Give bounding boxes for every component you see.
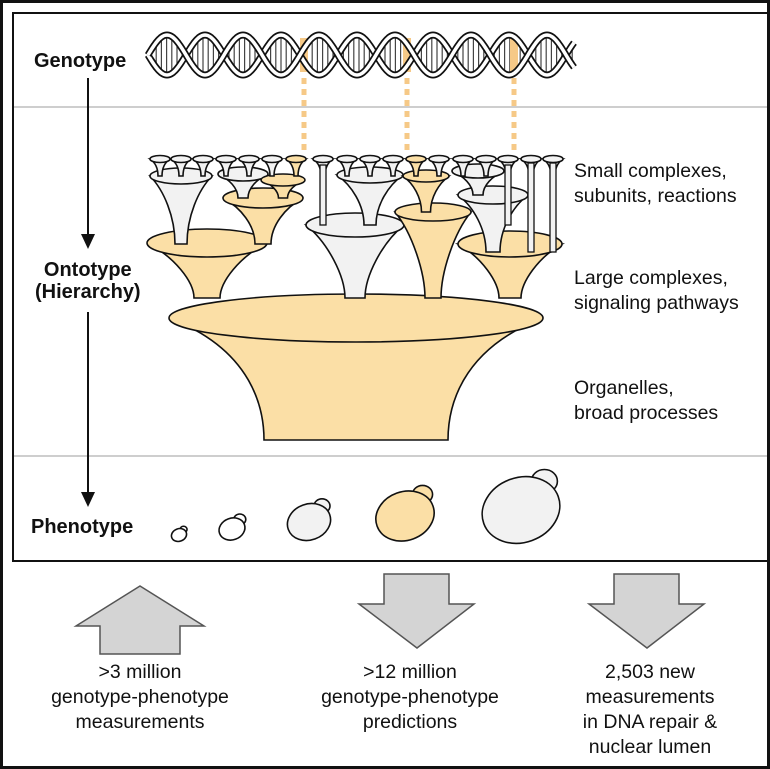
level-label-organelles-line2: broad processes xyxy=(574,401,718,426)
level-label-organelles-line1: Organelles, xyxy=(574,376,718,401)
complex-tan-mid-rim xyxy=(403,170,449,182)
subunit-cup-rim xyxy=(216,156,236,163)
level-label-small: Small complexes, subunits, reactions xyxy=(574,159,737,209)
subunit-cup-rim xyxy=(337,156,357,163)
complex-tan-tall-rim xyxy=(395,203,471,221)
subunit-cup-rim xyxy=(476,156,496,163)
ontotype-label-line2: (Hierarchy) xyxy=(35,281,141,303)
subunit-cup-rim xyxy=(429,156,449,163)
phenotype-label: Phenotype xyxy=(31,516,133,538)
subunit-cup-rim xyxy=(150,156,170,163)
ontotype-label-line1: Ontotype xyxy=(35,259,141,281)
gene-stem xyxy=(320,165,326,225)
gene-stem xyxy=(505,165,511,225)
level-label-large-line1: Large complexes, xyxy=(574,266,739,291)
large-complex-left-rim xyxy=(147,229,267,257)
level-label-small-line2: subunits, reactions xyxy=(574,184,737,209)
outcome-measurements-line2: genotype-phenotype xyxy=(20,685,260,710)
large-complex-right-rim xyxy=(458,231,562,257)
outcome-measurements-line3: measurements xyxy=(20,710,260,735)
outcome-measurements-line1: >3 million xyxy=(20,660,260,685)
gene-stem xyxy=(528,163,534,252)
outcome-predictions-line2: genotype-phenotype xyxy=(290,685,530,710)
organelle-funnel-rim xyxy=(169,294,543,342)
subunit-cup-rim xyxy=(543,156,563,163)
outcome-predictions-line3: predictions xyxy=(290,710,530,735)
subunit-cup-rim xyxy=(171,156,191,163)
complex-tan-left-rim xyxy=(223,188,303,208)
outcome-measurements: >3 million genotype-phenotype measuremen… xyxy=(20,660,260,735)
subunit-cup-rim xyxy=(193,156,213,163)
outcome-new-measurements-line3: in DNA repair & xyxy=(540,710,760,735)
level-label-large-line2: signaling pathways xyxy=(574,291,739,316)
complex-white-right-rim xyxy=(458,186,528,204)
genotype-label: Genotype xyxy=(34,50,126,72)
level-label-large: Large complexes, signaling pathways xyxy=(574,266,739,316)
outcome-predictions-line1: >12 million xyxy=(290,660,530,685)
gene-stem xyxy=(550,163,556,252)
subunit-cup-rim xyxy=(262,156,282,163)
subunit-cup-rim xyxy=(286,156,306,163)
subunit-cup-rim xyxy=(360,156,380,163)
subunit-cup-rim xyxy=(313,156,333,163)
outcome-new-measurements-line1: 2,503 new xyxy=(540,660,760,685)
subunit-cup-rim xyxy=(498,156,518,163)
subunit-cup-rim xyxy=(453,156,473,163)
subunit-cup-rim xyxy=(383,156,403,163)
outcome-new-measurements-line4: nuclear lumen xyxy=(540,735,760,760)
subunit-cup-rim xyxy=(521,156,541,163)
subunit-cup-rim xyxy=(406,156,426,163)
subunit-cup-rim xyxy=(239,156,259,163)
outcome-new-measurements-line2: measurements xyxy=(540,685,760,710)
outcome-new-measurements: 2,503 new measurements in DNA repair & n… xyxy=(540,660,760,760)
level-label-organelles: Organelles, broad processes xyxy=(574,376,718,426)
ontotype-label: Ontotype (Hierarchy) xyxy=(35,259,141,303)
level-label-small-line1: Small complexes, xyxy=(574,159,737,184)
outcome-predictions: >12 million genotype-phenotype predictio… xyxy=(290,660,530,735)
